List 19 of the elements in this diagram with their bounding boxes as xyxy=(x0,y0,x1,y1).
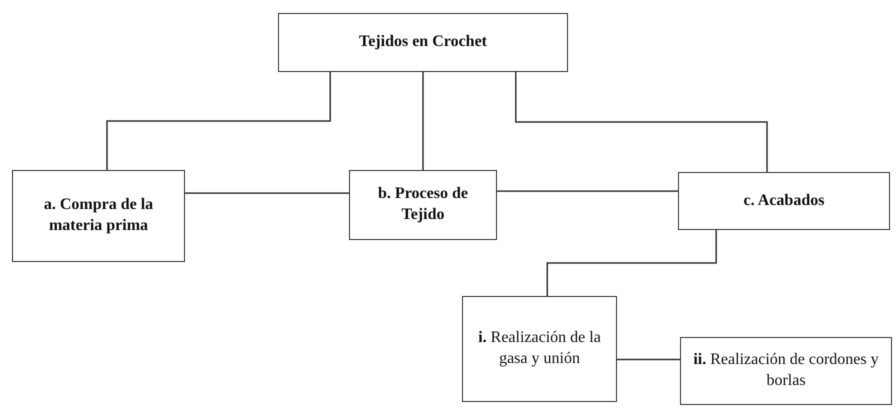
connector-line xyxy=(106,72,331,170)
box-label: i. Realización de la gasa y unión xyxy=(477,328,602,369)
box-label: ii. Realización de cordones y borlas xyxy=(692,350,880,391)
process-box xyxy=(349,170,497,240)
box-label: b. Proceso de Tejido xyxy=(377,184,469,225)
process-box xyxy=(462,296,617,402)
connector-line xyxy=(546,230,717,296)
connector-line xyxy=(515,72,768,172)
process-box xyxy=(680,337,892,405)
box-label: c. Acabados xyxy=(742,190,826,211)
box-label: Tejidos en Crochet xyxy=(358,32,488,52)
process-box xyxy=(278,13,568,72)
box-label: a. Compra de la materia prima xyxy=(42,195,154,236)
connector-line xyxy=(185,192,349,194)
connector-line xyxy=(497,190,678,192)
connector-line xyxy=(617,358,680,360)
connector-line xyxy=(422,72,424,170)
process-box xyxy=(678,172,890,230)
process-box xyxy=(12,170,185,262)
